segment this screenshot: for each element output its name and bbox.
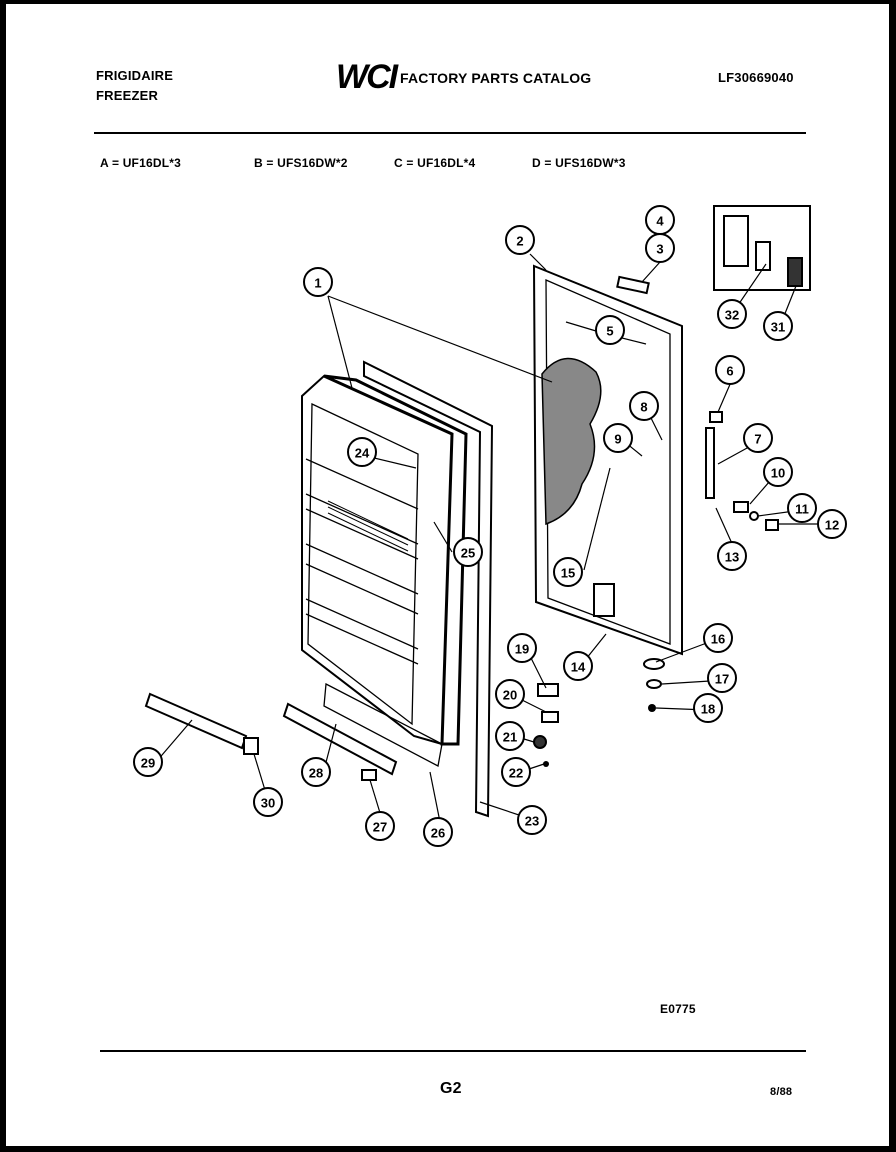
callout-26: 26	[423, 817, 453, 847]
model-b: B = UFS16DW*2	[254, 156, 348, 170]
svg-text:11: 11	[795, 502, 809, 517]
callout-24: 24	[347, 437, 377, 467]
svg-text:1: 1	[314, 276, 321, 291]
svg-text:30: 30	[261, 796, 275, 811]
callout-28: 28	[301, 757, 331, 787]
svg-text:23: 23	[525, 814, 539, 829]
svg-text:31: 31	[771, 320, 785, 335]
header-divider	[94, 132, 806, 134]
catalog-page: FRIGIDAIRE FREEZER WCI FACTORY PARTS CAT…	[6, 4, 889, 1146]
callout-13: 13	[717, 541, 747, 571]
door-frame-drawing	[323, 360, 494, 818]
model-d: D = UFS16DW*3	[532, 156, 626, 170]
svg-text:4: 4	[656, 214, 664, 229]
callout-8: 8	[629, 391, 659, 421]
callout-19: 19	[507, 633, 537, 663]
door-liner-drawing	[301, 374, 468, 746]
callout-7: 7	[743, 423, 773, 453]
svg-text:28: 28	[309, 766, 323, 781]
svg-text:15: 15	[561, 566, 575, 581]
callout-5: 5	[595, 315, 625, 345]
svg-text:20: 20	[503, 688, 517, 703]
callout-17: 17	[707, 663, 737, 693]
callout-30: 30	[253, 787, 283, 817]
svg-text:9: 9	[614, 432, 621, 447]
svg-text:13: 13	[725, 550, 739, 565]
callout-16: 16	[703, 623, 733, 653]
callout-32: 32	[717, 299, 747, 329]
svg-text:27: 27	[373, 820, 387, 835]
catalog-number: LF30669040	[718, 70, 794, 85]
svg-text:21: 21	[503, 730, 517, 745]
callout-9: 9	[603, 423, 633, 453]
callout-2: 2	[505, 225, 535, 255]
footer-divider	[100, 1050, 806, 1052]
callout-18: 18	[693, 693, 723, 723]
svg-text:2: 2	[516, 234, 523, 249]
svg-text:26: 26	[431, 826, 445, 841]
callout-12: 12	[817, 509, 847, 539]
wci-logo: WCI	[336, 58, 398, 96]
hardware-parts	[144, 275, 779, 781]
callout-3: 3	[645, 233, 675, 263]
callout-1: 1	[303, 267, 333, 297]
svg-text:22: 22	[509, 766, 523, 781]
handle-inset-drawing	[713, 205, 811, 291]
model-a: A = UF16DL*3	[100, 156, 181, 170]
callout-20: 20	[495, 679, 525, 709]
callout-27: 27	[365, 811, 395, 841]
svg-text:32: 32	[725, 308, 739, 323]
svg-text:12: 12	[825, 518, 839, 533]
svg-text:16: 16	[711, 632, 725, 647]
model-c: C = UF16DL*4	[394, 156, 476, 170]
revision-date: 8/88	[770, 1086, 793, 1098]
insulation-foam	[541, 357, 602, 526]
callout-14: 14	[563, 651, 593, 681]
callout-22: 22	[501, 757, 531, 787]
callout-31: 31	[763, 311, 793, 341]
svg-text:3: 3	[656, 242, 663, 257]
callout-10: 10	[763, 457, 793, 487]
svg-text:17: 17	[715, 672, 729, 687]
callout-21: 21	[495, 721, 525, 751]
svg-text:7: 7	[754, 432, 761, 447]
svg-text:29: 29	[141, 756, 155, 771]
callout-15: 15	[553, 557, 583, 587]
exploded-parts-diagram: 1 2 3 4 5 6 7 8 9 10 11 12 13 14 15 16 1…	[133, 205, 847, 847]
product-type: FREEZER	[96, 88, 159, 103]
page-label: G2	[440, 1080, 462, 1097]
svg-text:25: 25	[461, 546, 475, 561]
callout-6: 6	[715, 355, 745, 385]
callout-11: 11	[787, 493, 817, 523]
svg-text:14: 14	[571, 660, 586, 675]
svg-text:6: 6	[726, 364, 733, 379]
part-callouts: 1 2 3 4 5 6 7 8 9 10 11 12 13 14 15 16 1…	[133, 205, 847, 847]
svg-text:19: 19	[515, 642, 529, 657]
svg-text:18: 18	[701, 702, 715, 717]
callout-4: 4	[645, 205, 675, 235]
svg-text:5: 5	[606, 324, 613, 339]
svg-text:24: 24	[355, 446, 370, 461]
svg-text:8: 8	[640, 400, 647, 415]
svg-text:10: 10	[771, 466, 785, 481]
callout-25: 25	[453, 537, 483, 567]
drawing-code: E0775	[660, 1002, 696, 1016]
brand-name: FRIGIDAIRE	[96, 68, 174, 83]
outer-door-panel-drawing	[532, 264, 683, 656]
catalog-title: FACTORY PARTS CATALOG	[400, 70, 592, 86]
callout-23: 23	[517, 805, 547, 835]
callout-29: 29	[133, 747, 163, 777]
